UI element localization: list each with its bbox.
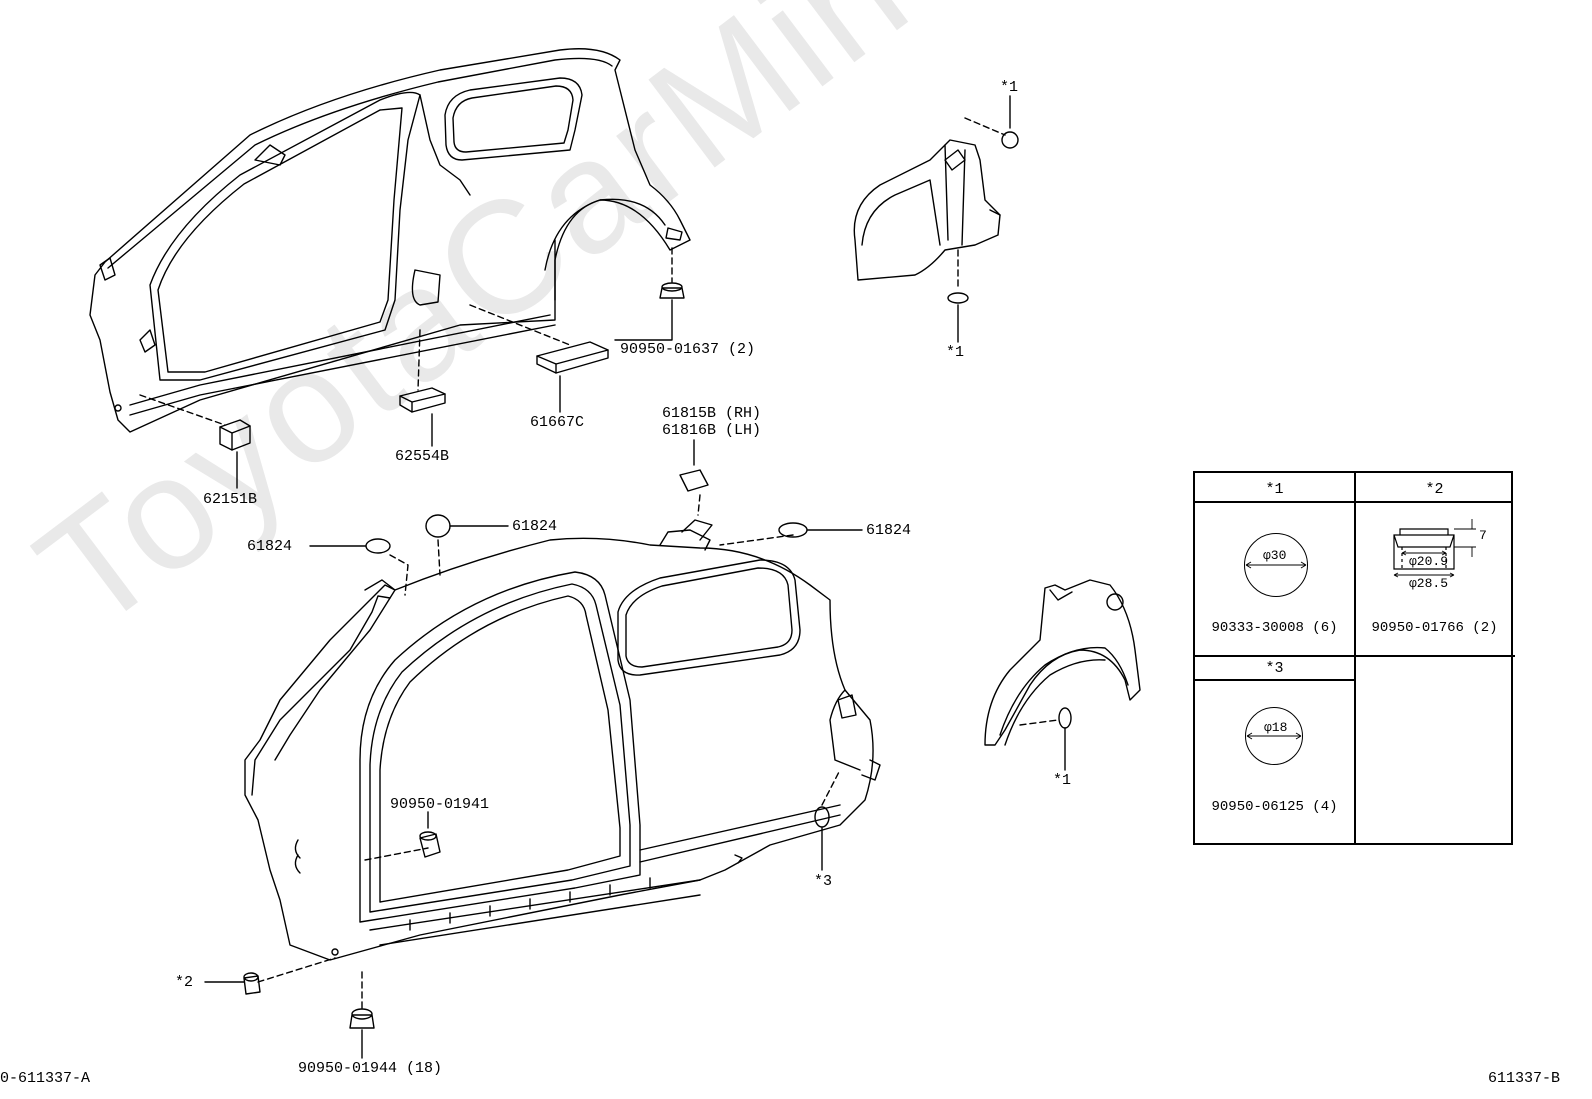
part-61667C-pad	[536, 341, 609, 374]
hole-plug-star3	[814, 806, 830, 828]
legend-star1-circle	[1244, 533, 1308, 597]
label-61824-left: 61824	[247, 538, 293, 555]
legend-star3-circle	[1245, 707, 1303, 765]
solid-leaders-lower	[204, 439, 863, 1059]
leaders-lower	[257, 494, 841, 1009]
rear-wheelhouse-inner	[853, 139, 1001, 281]
label-star1-mid: *1	[946, 344, 965, 361]
part-61815B-patch	[679, 469, 709, 492]
leaders-upper	[139, 247, 673, 426]
legend-star1-diameter: φ30	[1263, 548, 1287, 563]
diagram-code-right: 611337-B	[1488, 1070, 1561, 1087]
legend-head-star3: *3	[1265, 660, 1284, 677]
label-90950-01944: 90950-01944 (18)	[298, 1060, 443, 1077]
clip-90950-01944	[349, 1008, 375, 1029]
legend-star2-height: 7	[1479, 528, 1487, 543]
legend-head-star2: *2	[1425, 481, 1444, 498]
legend-star2-part: 90950-01766 (2)	[1371, 620, 1498, 636]
diagram-code-left: 0-611337-A	[0, 1070, 91, 1087]
label-star2: *2	[175, 974, 194, 991]
legend-divider	[1195, 501, 1511, 503]
label-star3: *3	[814, 873, 833, 890]
label-61824-right: 61824	[866, 522, 912, 539]
legend-head-star1: *1	[1265, 481, 1284, 498]
legend-vertical-divider	[1354, 473, 1356, 843]
leaders-wheelhouse	[957, 117, 1006, 291]
legend-divider	[1195, 655, 1354, 657]
label-61667C: 61667C	[530, 414, 585, 431]
clip-90950-01637	[659, 282, 685, 299]
label-62554B: 62554B	[395, 448, 450, 465]
part-62151B-block	[219, 419, 251, 451]
label-90950-01941: 90950-01941	[390, 796, 490, 813]
clip-star2	[243, 972, 261, 995]
label-61815B: 61815B (RH)	[662, 405, 762, 422]
hole-plug-star1-mid	[947, 292, 969, 304]
legend-star2-drawing	[1393, 519, 1476, 578]
outer-wheelhouse	[984, 579, 1141, 746]
legend-table: *1 *2 φ30 90333-30008 (6) φ20.9 φ28.5 7 …	[1193, 471, 1515, 845]
legend-divider	[1354, 655, 1515, 657]
inner-side-panel	[89, 48, 691, 433]
label-61824-mid: 61824	[512, 518, 558, 535]
label-star1-top: *1	[1000, 79, 1019, 96]
hole-plug-star1-lower	[1058, 707, 1072, 729]
legend-divider	[1195, 679, 1354, 681]
legend-star3-part: 90950-06125 (4)	[1211, 799, 1338, 815]
legend-star1-part: 90333-30008 (6)	[1211, 620, 1338, 636]
label-62151B: 62151B	[203, 491, 258, 508]
legend-star1-dimension	[1245, 561, 1307, 569]
legend-star2-outer-diameter: φ28.5	[1409, 576, 1449, 591]
clip-90950-01941	[419, 831, 441, 858]
label-star1-lower: *1	[1053, 772, 1072, 789]
label-61816B: 61816B (LH)	[662, 422, 762, 439]
legend-star3-dimension	[1246, 732, 1302, 740]
solid-leaders-upper	[236, 299, 673, 489]
legend-star2-inner-diameter: φ20.9	[1409, 554, 1449, 569]
label-90950-01637: 90950-01637 (2)	[620, 341, 756, 358]
hole-plug-61824-mid	[425, 514, 451, 538]
outer-side-panel	[244, 519, 881, 961]
hole-plug-61824-left	[365, 538, 391, 554]
legend-star3-diameter: φ18	[1264, 720, 1288, 735]
hole-plug-star1-top	[1001, 131, 1019, 149]
part-62554B-pad	[399, 387, 446, 413]
leader-dashed-star1-lower	[1019, 719, 1059, 726]
